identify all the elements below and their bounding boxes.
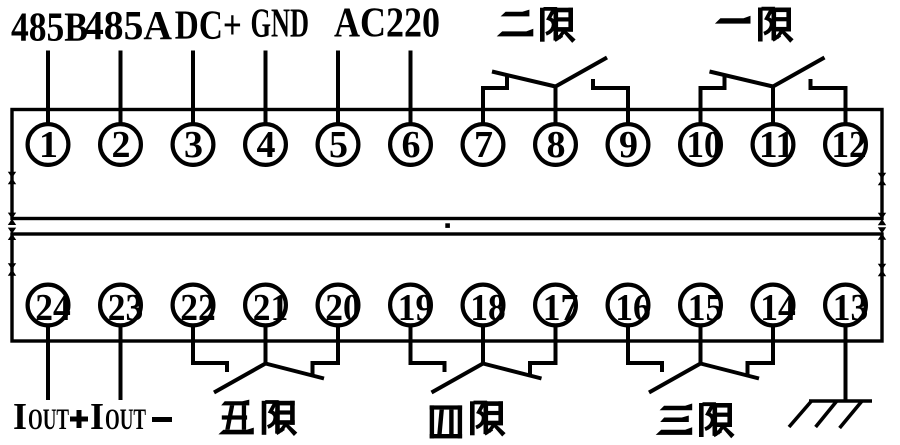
svg-text:4: 4 <box>257 124 276 166</box>
svg-text:19: 19 <box>398 287 434 329</box>
svg-text:24: 24 <box>35 287 71 329</box>
svg-text:485B: 485B <box>11 4 88 50</box>
svg-text:12: 12 <box>832 124 867 166</box>
svg-text:10: 10 <box>687 124 722 166</box>
svg-text:I: I <box>13 396 27 438</box>
svg-text:18: 18 <box>470 287 506 329</box>
svg-text:3: 3 <box>184 124 203 166</box>
svg-text:22: 22 <box>180 287 216 329</box>
svg-text:OUT: OUT <box>105 403 146 436</box>
svg-text:16: 16 <box>615 287 651 329</box>
svg-text:21: 21 <box>253 287 289 329</box>
svg-text:2: 2 <box>112 124 131 166</box>
svg-text:13: 13 <box>833 287 869 329</box>
svg-text:AC220: AC220 <box>334 0 440 47</box>
svg-text:DC+: DC+ <box>175 1 242 47</box>
svg-text:23: 23 <box>108 287 144 329</box>
svg-text:17: 17 <box>543 287 579 329</box>
svg-text:I: I <box>90 396 104 438</box>
svg-text:6: 6 <box>402 124 421 166</box>
svg-text:20: 20 <box>325 287 361 329</box>
svg-text:1: 1 <box>39 124 58 166</box>
svg-text:9: 9 <box>619 124 638 166</box>
svg-text:485A: 485A <box>84 2 172 48</box>
svg-text:14: 14 <box>760 287 796 329</box>
svg-text:11: 11 <box>759 124 794 166</box>
svg-text:8: 8 <box>547 124 566 166</box>
svg-text:GND: GND <box>251 0 310 46</box>
svg-text:7: 7 <box>474 124 493 166</box>
svg-text:OUT: OUT <box>28 403 69 436</box>
svg-text:15: 15 <box>688 287 724 329</box>
svg-text:5: 5 <box>329 124 348 166</box>
